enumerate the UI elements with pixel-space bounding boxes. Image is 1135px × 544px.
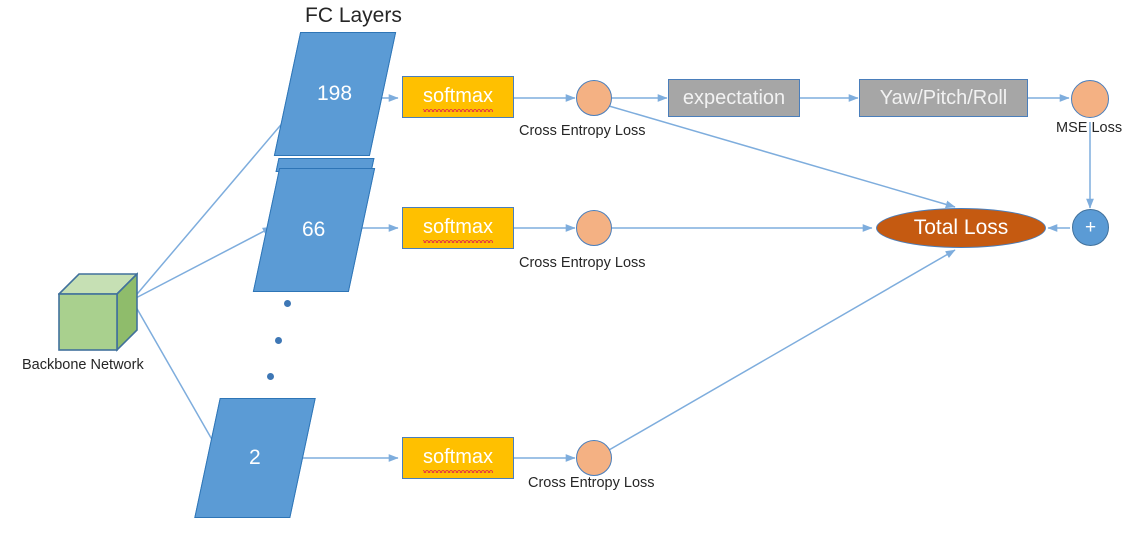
wire-backbone-to-fc66 (131, 226, 273, 301)
cross-entropy-loss-label-2: Cross Entropy Loss (519, 255, 646, 271)
backbone-network-cube[interactable] (57, 272, 139, 357)
wire-ce3-to-totalloss (608, 249, 956, 451)
mse-loss-label: MSE Loss (1056, 120, 1123, 136)
sum-node-label: + (1084, 217, 1097, 238)
fc-layers-heading: FC Layers (305, 4, 402, 27)
fc-layer-66-value: 66 (302, 218, 326, 241)
sum-node[interactable]: + (1072, 209, 1109, 246)
softmax-box-2-label: softmax (422, 216, 494, 243)
wire-backbone-to-fc198 (131, 99, 303, 301)
cross-entropy-loss-label-3: Cross Entropy Loss (528, 475, 655, 491)
expectation-box-label: expectation (682, 86, 786, 109)
softmax-box-1-label: softmax (422, 85, 494, 112)
softmax-box-2[interactable]: softmax (402, 207, 514, 249)
cross-entropy-loss-node-3[interactable] (576, 440, 612, 476)
ellipsis-dot-1 (284, 300, 291, 307)
softmax-box-3-label: softmax (422, 446, 494, 473)
yaw-pitch-roll-box[interactable]: Yaw/Pitch/Roll (859, 79, 1028, 117)
softmax-box-1[interactable]: softmax (402, 76, 514, 118)
fc-layer-198-value: 198 (317, 82, 353, 105)
wire-ce1-to-totalloss (608, 105, 956, 209)
cross-entropy-loss-node-2[interactable] (576, 210, 612, 246)
ellipsis-dot-3 (267, 373, 274, 380)
ellipsis-dot-2 (275, 337, 282, 344)
expectation-box[interactable]: expectation (668, 79, 800, 117)
total-loss-label: Total Loss (913, 216, 1009, 239)
fc-layer-2-value: 2 (249, 446, 261, 469)
cross-entropy-loss-node-1[interactable] (576, 80, 612, 116)
cross-entropy-loss-label-1: Cross Entropy Loss (519, 123, 646, 139)
yaw-pitch-roll-label: Yaw/Pitch/Roll (879, 86, 1008, 109)
total-loss-ellipse[interactable]: Total Loss (876, 208, 1046, 248)
backbone-network-label: Backbone Network (22, 357, 144, 373)
wire-backbone-to-fc2 (131, 299, 223, 458)
mse-loss-node[interactable] (1071, 80, 1109, 118)
softmax-box-3[interactable]: softmax (402, 437, 514, 479)
